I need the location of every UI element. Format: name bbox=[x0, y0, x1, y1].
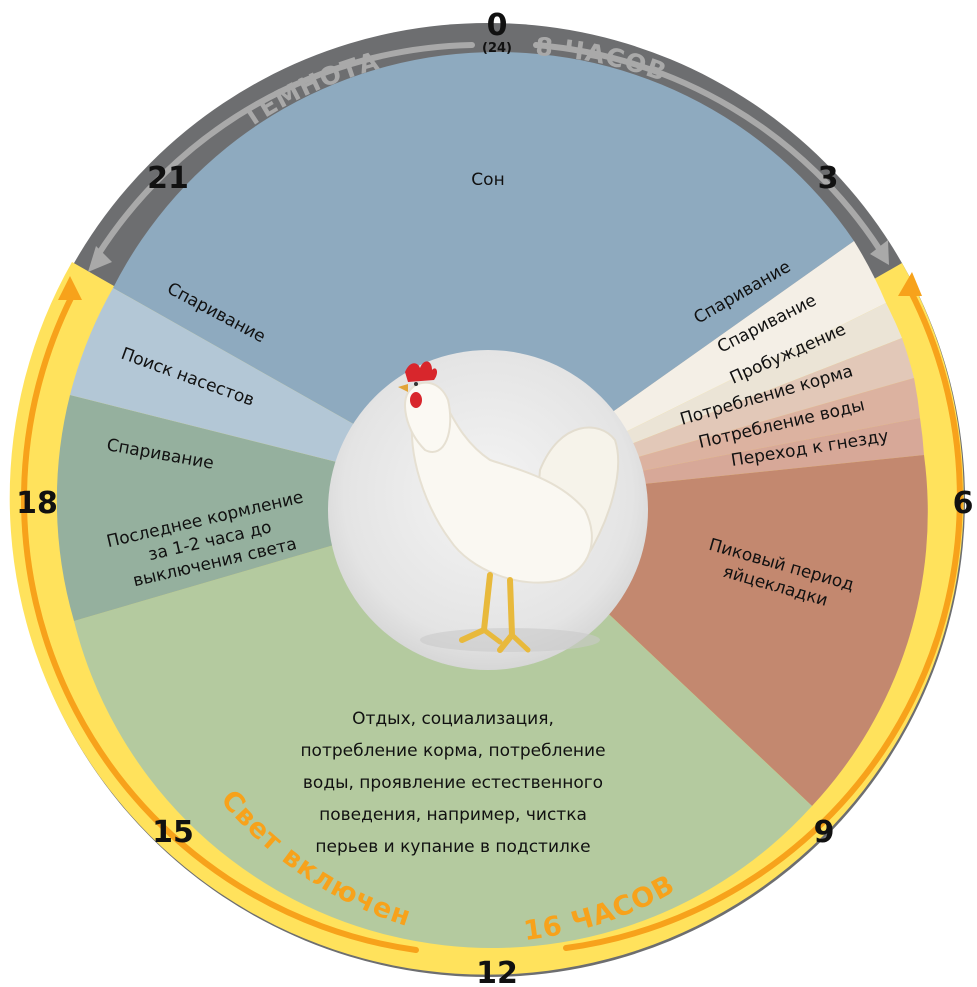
dark-period-arrow bbox=[88, 42, 889, 272]
hour-6: 6 bbox=[953, 486, 974, 521]
hour-15: 15 bbox=[152, 815, 194, 850]
rest-line-4: поведения, например, чистка bbox=[319, 805, 587, 825]
light-period-arrow bbox=[21, 272, 963, 953]
segment-rest bbox=[74, 500, 812, 948]
hour-24: (24) bbox=[482, 41, 512, 56]
hour-21: 21 bbox=[147, 161, 189, 196]
rest-line-3: воды, проявление естественного bbox=[303, 773, 603, 793]
rest-line-1: Отдых, социализация, bbox=[352, 709, 554, 729]
label-sleep: Сон bbox=[471, 170, 504, 190]
hour-3: 3 bbox=[818, 161, 839, 196]
hour-0: 0 bbox=[487, 8, 508, 43]
segment-evening bbox=[56, 395, 488, 621]
hour-12: 12 bbox=[476, 956, 518, 987]
rest-line-5: перьев и купание в подстилке bbox=[315, 837, 590, 857]
hour-9: 9 bbox=[814, 815, 835, 850]
hour-markers: 0 (24) 3 6 9 12 15 18 21 bbox=[16, 8, 973, 987]
label-rest: Отдых, социализация, потребление корма, … bbox=[300, 709, 605, 857]
hour-18: 18 bbox=[16, 486, 58, 521]
hen-photo bbox=[328, 350, 648, 670]
segment-sleep bbox=[113, 52, 854, 501]
rest-line-2: потребление корма, потребление bbox=[300, 741, 605, 761]
